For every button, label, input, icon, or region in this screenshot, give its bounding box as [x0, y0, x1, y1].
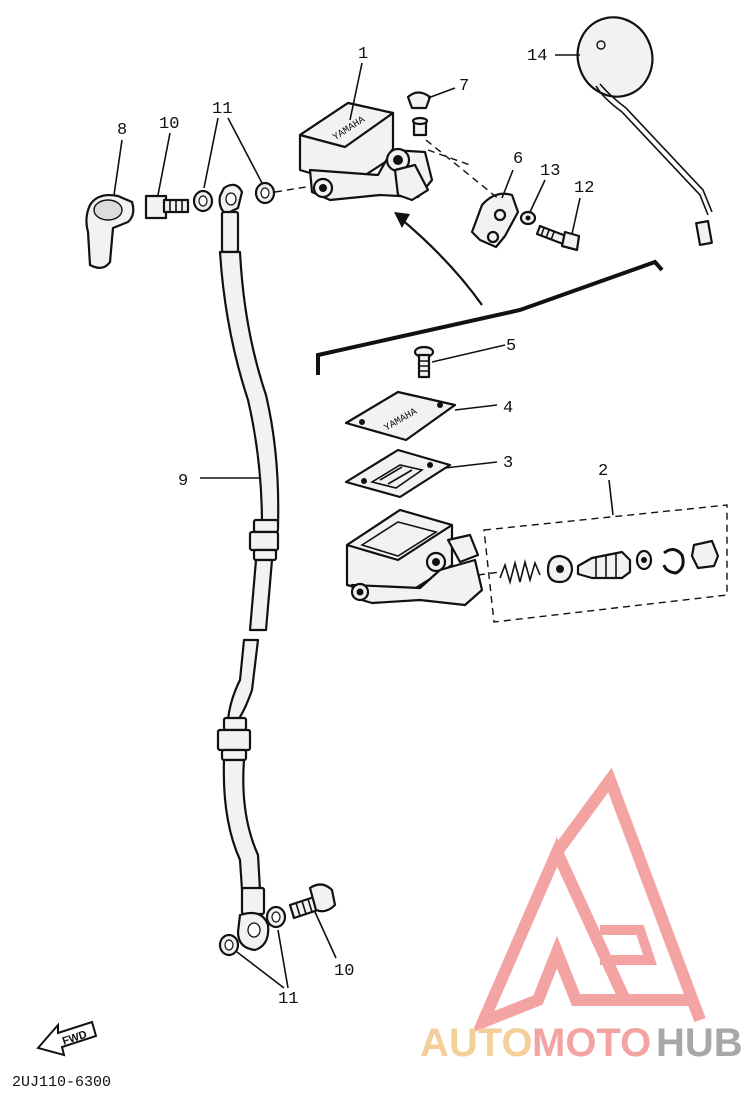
watermark-logo — [471, 767, 706, 1033]
callout-11-bottom: 11 — [278, 990, 298, 1009]
callout-11-top: 11 — [212, 100, 232, 119]
watermark-part-1: AUTO — [420, 1021, 533, 1065]
boot-cover — [85, 193, 135, 269]
piston-kit — [483, 504, 728, 623]
callout-14: 14 — [527, 47, 547, 66]
reservoir-cap-plate: YAMAHA — [344, 390, 457, 442]
callout-9: 9 — [178, 472, 188, 491]
callout-1: 1 — [358, 45, 368, 64]
master-cylinder-body — [345, 508, 484, 607]
callout-12: 12 — [574, 179, 594, 198]
watermark-part-2: MOTO — [532, 1021, 651, 1065]
brake-hose — [216, 183, 280, 952]
callout-2: 2 — [598, 462, 608, 481]
union-bolt-bottom — [288, 883, 337, 920]
exploded-view-bracket — [316, 212, 664, 375]
mirror — [576, 16, 713, 246]
washer-13 — [519, 210, 537, 226]
callout-5: 5 — [506, 337, 516, 356]
callout-7: 7 — [459, 77, 469, 96]
diaphragm — [344, 448, 452, 499]
callout-3: 3 — [503, 454, 513, 473]
union-bolt-top — [144, 194, 190, 220]
callout-10-bottom: 10 — [334, 962, 354, 981]
reservoir-cap — [406, 91, 432, 137]
callouts: 1 2 3 4 5 6 7 8 9 10 10 11 11 12 13 14 — [117, 45, 608, 1009]
crush-washers-bottom — [218, 905, 287, 957]
callout-6: 6 — [513, 150, 523, 169]
callout-10-top: 10 — [159, 115, 179, 134]
diagram-code: 2UJ110-6300 — [12, 1074, 111, 1091]
watermark-text: AUTO MOTO HUB — [420, 1021, 743, 1065]
cap-screw — [413, 345, 435, 379]
callout-4: 4 — [503, 399, 513, 418]
master-cylinder-assembled: YAMAHA — [298, 101, 434, 202]
clamp-holder — [470, 192, 520, 249]
fwd-arrow: FWD — [36, 1020, 98, 1057]
crush-washers-top — [192, 181, 276, 213]
bolt-12 — [535, 224, 581, 252]
leader-lines — [113, 54, 614, 989]
callout-8: 8 — [117, 121, 127, 140]
callout-13: 13 — [540, 162, 560, 181]
watermark-part-3: HUB — [656, 1021, 743, 1065]
